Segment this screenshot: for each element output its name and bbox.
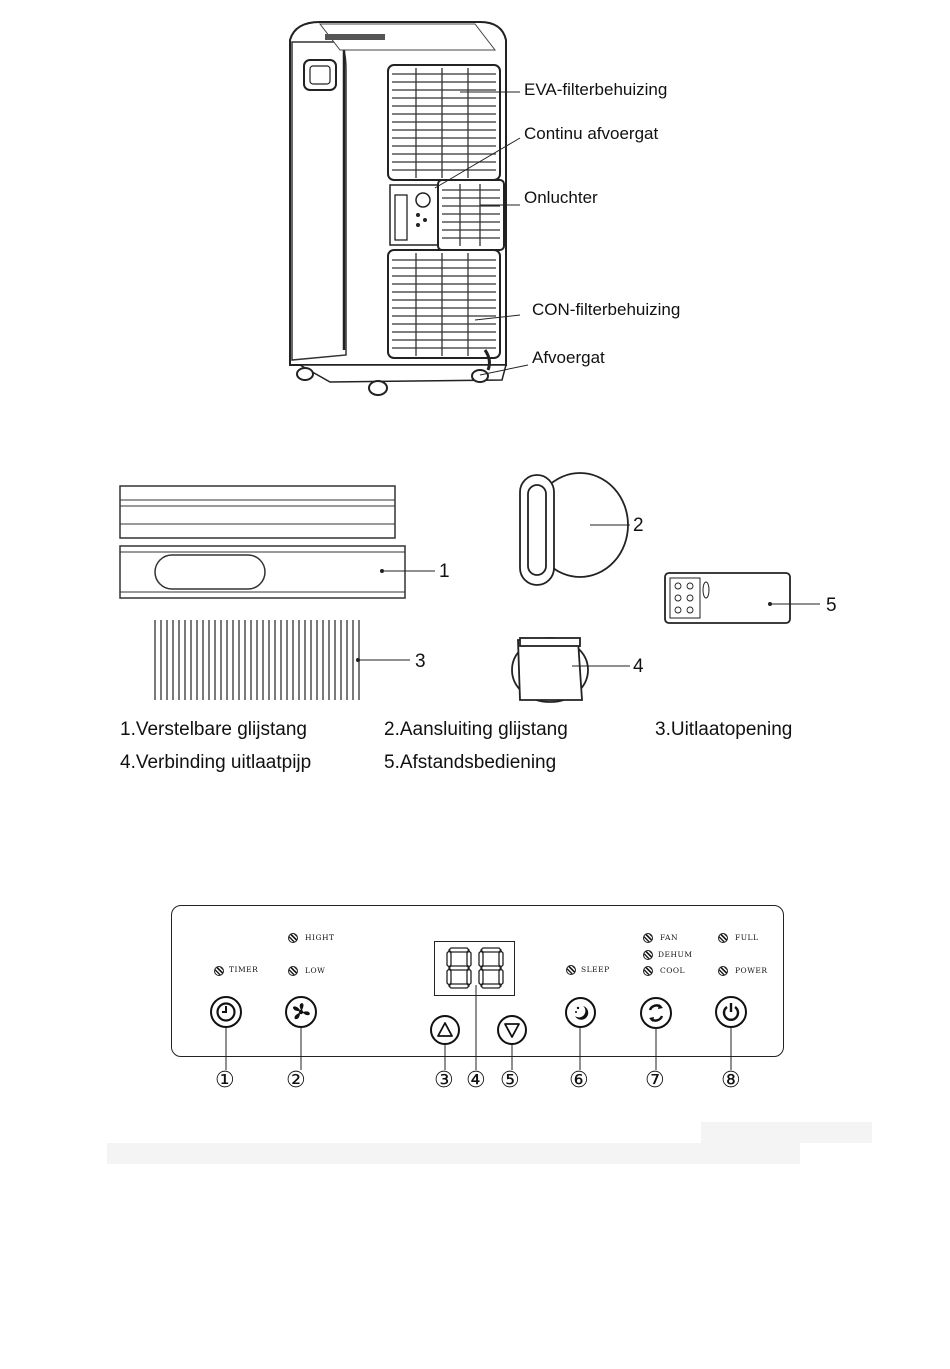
marker-7: ⑦ bbox=[645, 1068, 665, 1093]
marker-8: ⑧ bbox=[721, 1068, 741, 1093]
marker-6: ⑥ bbox=[569, 1068, 589, 1093]
shade-bar-right bbox=[701, 1122, 872, 1143]
marker-5: ⑤ bbox=[500, 1068, 520, 1093]
marker-1: ① bbox=[215, 1068, 235, 1093]
marker-3: ③ bbox=[434, 1068, 454, 1093]
shade-bar-wide bbox=[107, 1143, 800, 1164]
marker-4: ④ bbox=[466, 1068, 486, 1093]
marker-2: ② bbox=[286, 1068, 306, 1093]
